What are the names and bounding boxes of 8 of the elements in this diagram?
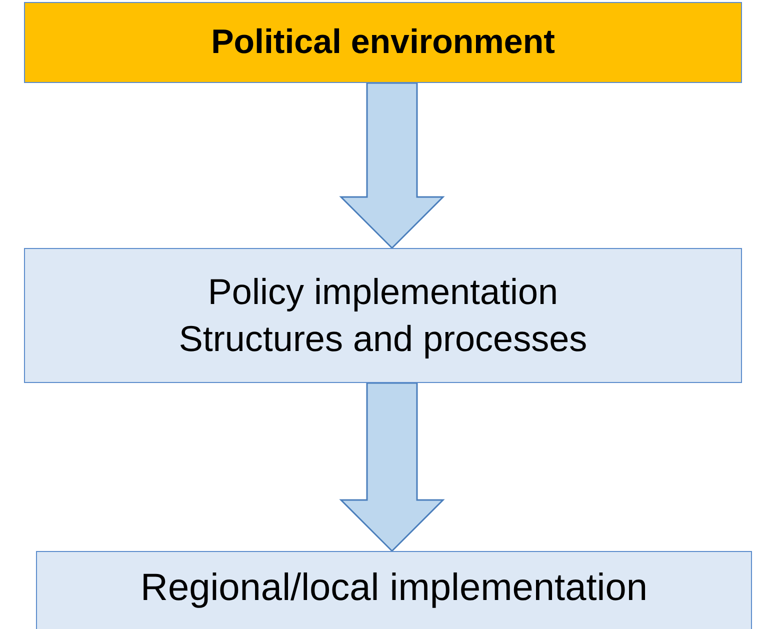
block-arrow: [339, 82, 445, 250]
box-label: Political environment: [211, 22, 555, 64]
block-arrow: [339, 382, 445, 552]
box-label: Policy implementation Structures and processes: [178, 270, 588, 360]
process-box: [24, 2, 742, 83]
process-box: [24, 248, 742, 383]
process-box: [36, 551, 752, 629]
box-label: Regional/local implementation: [140, 566, 648, 612]
